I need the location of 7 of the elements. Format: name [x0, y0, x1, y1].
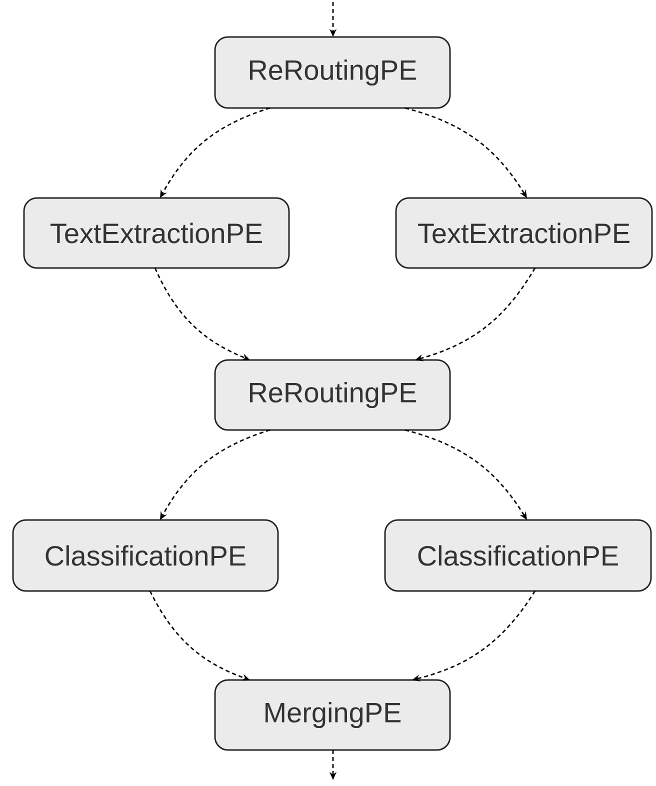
process-box: MergingPE [214, 679, 451, 751]
process-box: ClassificationPE [384, 519, 652, 592]
process-box: ReRoutingPE [214, 359, 451, 431]
process-box: TextExtractionPE [395, 197, 653, 269]
process-box: ClassificationPE [12, 519, 279, 592]
process-box: ReRoutingPE [214, 36, 451, 109]
process-box: TextExtractionPE [23, 197, 290, 269]
